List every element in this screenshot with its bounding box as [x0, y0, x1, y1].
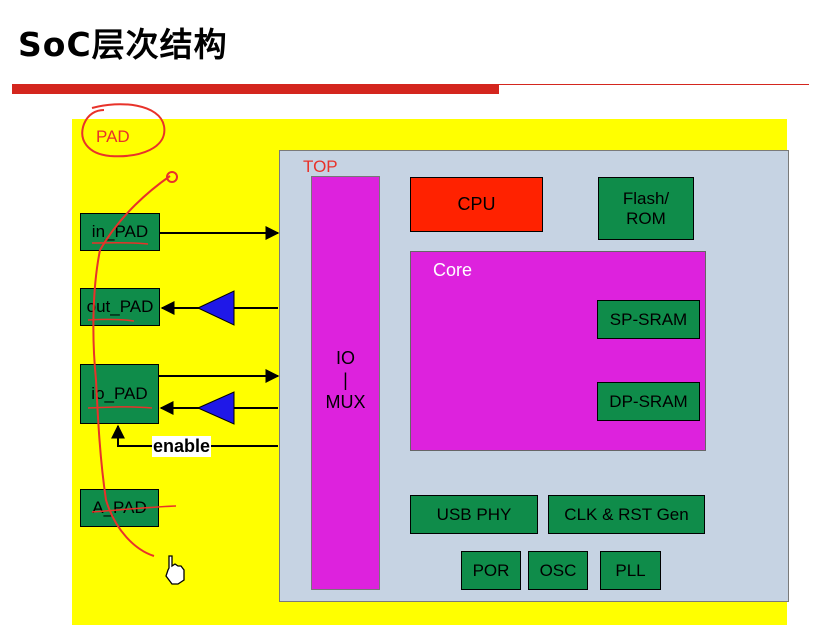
in-pad-block: in_PAD	[80, 213, 160, 251]
a-pad-underline	[91, 505, 177, 513]
io-pad-underline	[87, 406, 153, 409]
osc-block: OSC	[528, 551, 588, 590]
mux-label-bar: |	[343, 370, 348, 390]
hand-cursor-icon	[165, 555, 185, 585]
out-buffer-triangle	[196, 290, 235, 326]
flash-rom-block: Flash/ ROM	[598, 177, 694, 240]
pll-block: PLL	[600, 551, 661, 590]
pad-circle-annotation	[81, 103, 166, 158]
enable-label: enable	[152, 436, 212, 457]
flash-label: Flash/	[622, 188, 670, 208]
in-pad-underline	[91, 242, 149, 245]
rom-label: ROM	[626, 208, 666, 228]
title-underline-rule	[499, 84, 809, 85]
usb-phy-block: USB PHY	[410, 495, 538, 534]
por-block: POR	[461, 551, 521, 590]
annotation-start-dot	[166, 171, 178, 183]
io-mux-block: IO | MUX	[311, 176, 380, 590]
mux-label-mux: MUX	[325, 392, 366, 412]
out-pad-underline	[87, 318, 135, 322]
top-label: TOP	[303, 157, 338, 176]
io-pad-block: io_PAD	[80, 364, 159, 424]
dp-sram-block: DP-SRAM	[597, 382, 700, 421]
title-underline-bar	[12, 84, 499, 94]
pad-bracket-annotation	[92, 175, 171, 557]
page-title: SoC层次结构	[18, 25, 228, 64]
mux-label-io: IO	[335, 348, 355, 368]
sp-sram-block: SP-SRAM	[597, 300, 700, 339]
enable-arrow	[111, 424, 278, 447]
pad-label: PAD	[96, 127, 130, 146]
clk-rst-gen-block: CLK & RST Gen	[548, 495, 705, 534]
core-label: Core	[433, 260, 473, 280]
io-buffer-triangle	[196, 391, 235, 425]
cpu-block: CPU	[410, 177, 543, 232]
